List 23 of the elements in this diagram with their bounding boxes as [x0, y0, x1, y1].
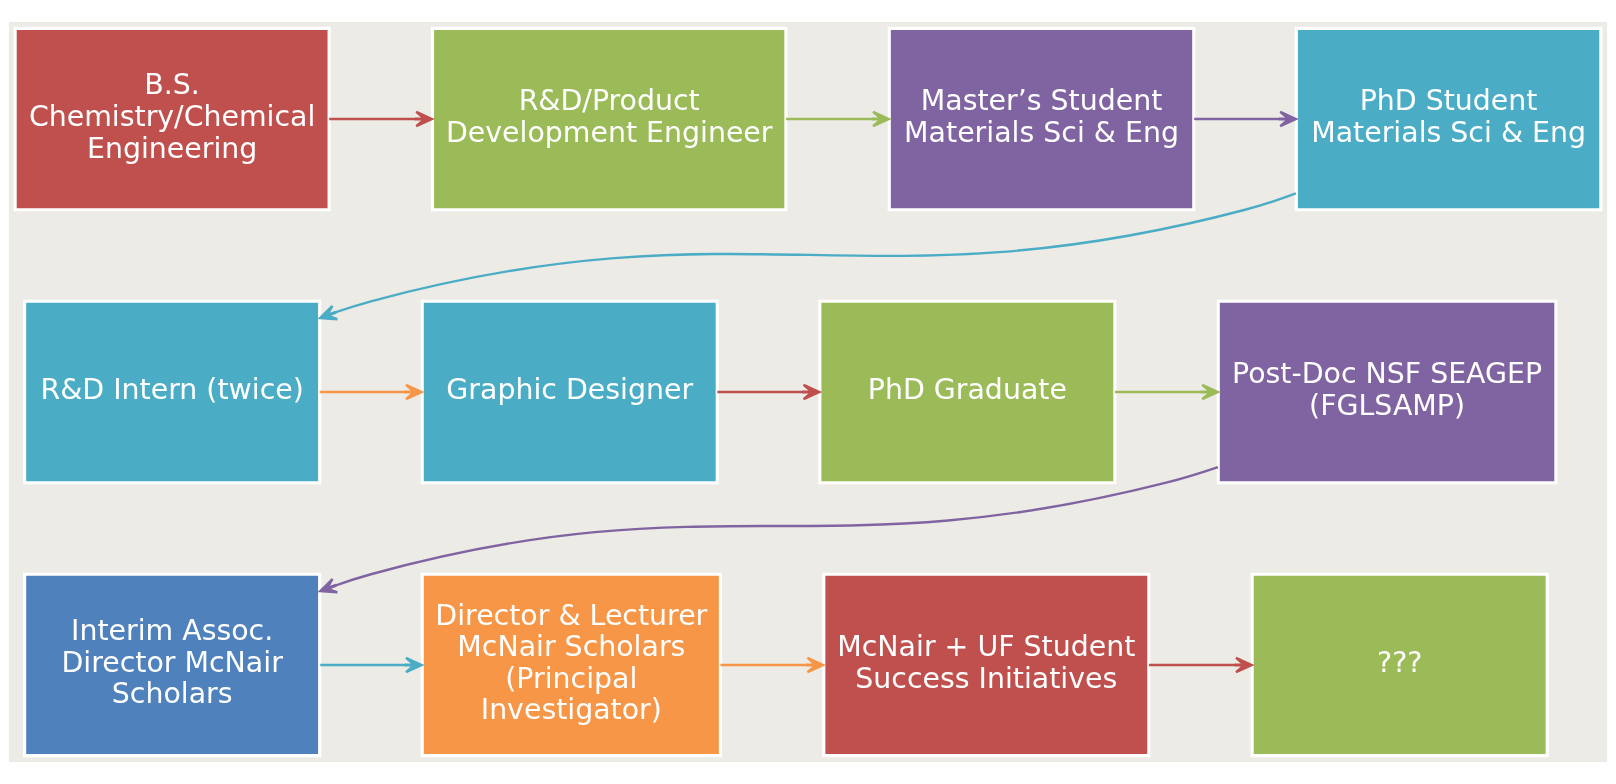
- node-box: Post-Doc NSF SEAGEP (FGLSAMP): [1216, 299, 1558, 485]
- arrow: [1114, 383, 1220, 401]
- node-box: B.S. Chemistry/Chemical Engineering: [13, 26, 331, 212]
- arrow: [1194, 110, 1298, 128]
- arrow: [720, 656, 825, 674]
- node-box: ???: [1250, 572, 1549, 758]
- arrow: [1149, 656, 1253, 674]
- arrow: [318, 192, 1297, 321]
- arrow: [717, 383, 821, 401]
- node-box: Director & Lecturer McNair Scholars (Principal Investigator): [420, 572, 722, 758]
- node-box: R&D/Product Development Engineer: [430, 26, 788, 212]
- node-box: Graphic Designer: [420, 299, 719, 485]
- node-box: Master’s Student Materials Sci & Eng: [887, 26, 1196, 212]
- arrow: [320, 656, 423, 674]
- node-box: Interim Assoc. Director McNair Scholars: [23, 572, 322, 758]
- arrow: [318, 466, 1219, 594]
- node-box: R&D Intern (twice): [23, 299, 322, 485]
- arrow: [786, 110, 891, 128]
- node-box: PhD Graduate: [818, 299, 1117, 485]
- node-box: PhD Student Materials Sci & Eng: [1294, 26, 1603, 212]
- node-box: McNair + UF Student Success Initiatives: [822, 572, 1151, 758]
- arrow: [319, 383, 423, 401]
- arrow: [329, 110, 434, 128]
